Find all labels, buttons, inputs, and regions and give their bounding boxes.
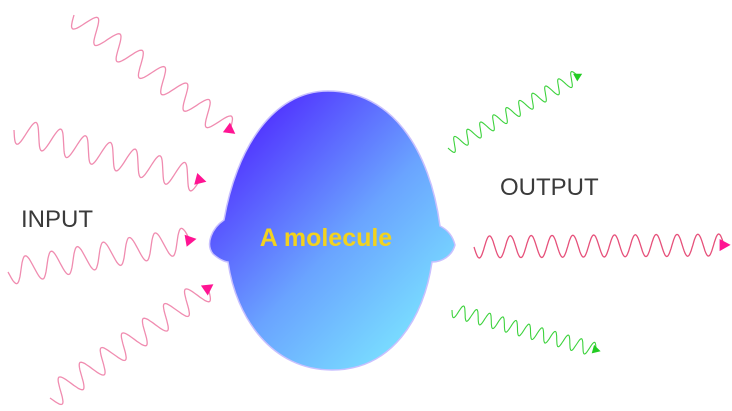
outgoing-wave-green-bottom-arrowhead [591, 344, 601, 354]
outgoing-wave-red-arrowhead [719, 239, 731, 252]
molecule: A molecule [208, 90, 456, 371]
molecule-body [208, 90, 456, 371]
outgoing-wave-green-bottom [451, 305, 597, 355]
incoming-wave-4-arrowhead [200, 284, 214, 296]
outgoing-waves [447, 71, 731, 355]
outgoing-wave-red [473, 233, 725, 259]
incoming-wave-1 [70, 14, 234, 131]
incoming-waves [7, 14, 236, 406]
output-label: OUTPUT [500, 174, 599, 201]
outgoing-wave-green-top-arrowhead [573, 73, 583, 82]
incoming-wave-2 [13, 121, 201, 192]
incoming-wave-1-arrowhead [222, 122, 236, 134]
outgoing-wave-green-top [447, 71, 579, 153]
input-label: INPUT [21, 206, 93, 233]
incoming-wave-2-arrowhead [194, 173, 207, 185]
incoming-wave-3-arrowhead [184, 234, 197, 247]
incoming-wave-4 [49, 287, 212, 406]
molecule-label: A molecule [260, 224, 393, 252]
incoming-wave-3 [7, 227, 191, 285]
